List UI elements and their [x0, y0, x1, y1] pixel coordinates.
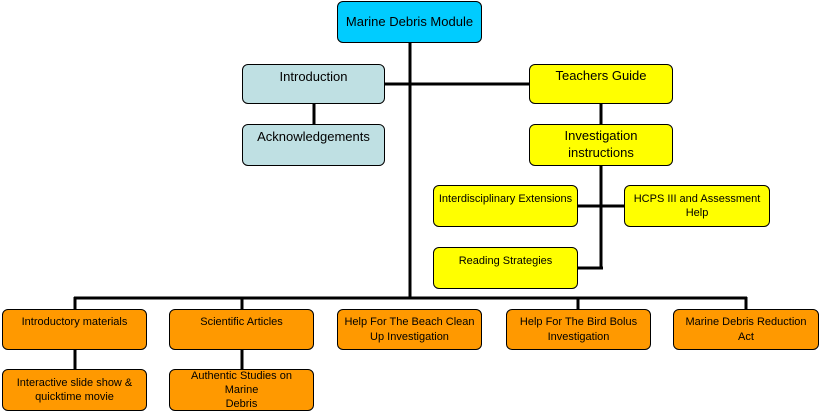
node-beach-cleanup: Help For The Beach Clean Up Investigatio… — [337, 309, 482, 350]
node-acknowledgements: Acknowledgements — [242, 124, 385, 166]
node-bird-bolus: Help For The Bird Bolus Investigation — [506, 309, 651, 350]
node-authentic-studies: Authentic Studies on Marine Debris — [169, 369, 314, 411]
node-introduction: Introduction — [242, 64, 385, 104]
node-hcps: HCPS III and Assessment Help — [624, 185, 770, 227]
node-investigation-instructions: Investigation instructions — [529, 124, 673, 166]
node-interdisciplinary-extensions: Interdisciplinary Extensions — [433, 185, 578, 227]
node-teachers-guide: Teachers Guide — [529, 64, 673, 104]
node-reading-strategies: Reading Strategies — [433, 247, 578, 289]
node-scientific-articles: Scientific Articles — [169, 309, 314, 350]
node-introductory-materials: Introductory materials — [2, 309, 147, 350]
node-root: Marine Debris Module — [337, 1, 482, 43]
node-reduction-act: Marine Debris Reduction Act — [673, 309, 819, 350]
node-interactive-slide-show: Interactive slide show & quicktime movie — [2, 369, 147, 411]
